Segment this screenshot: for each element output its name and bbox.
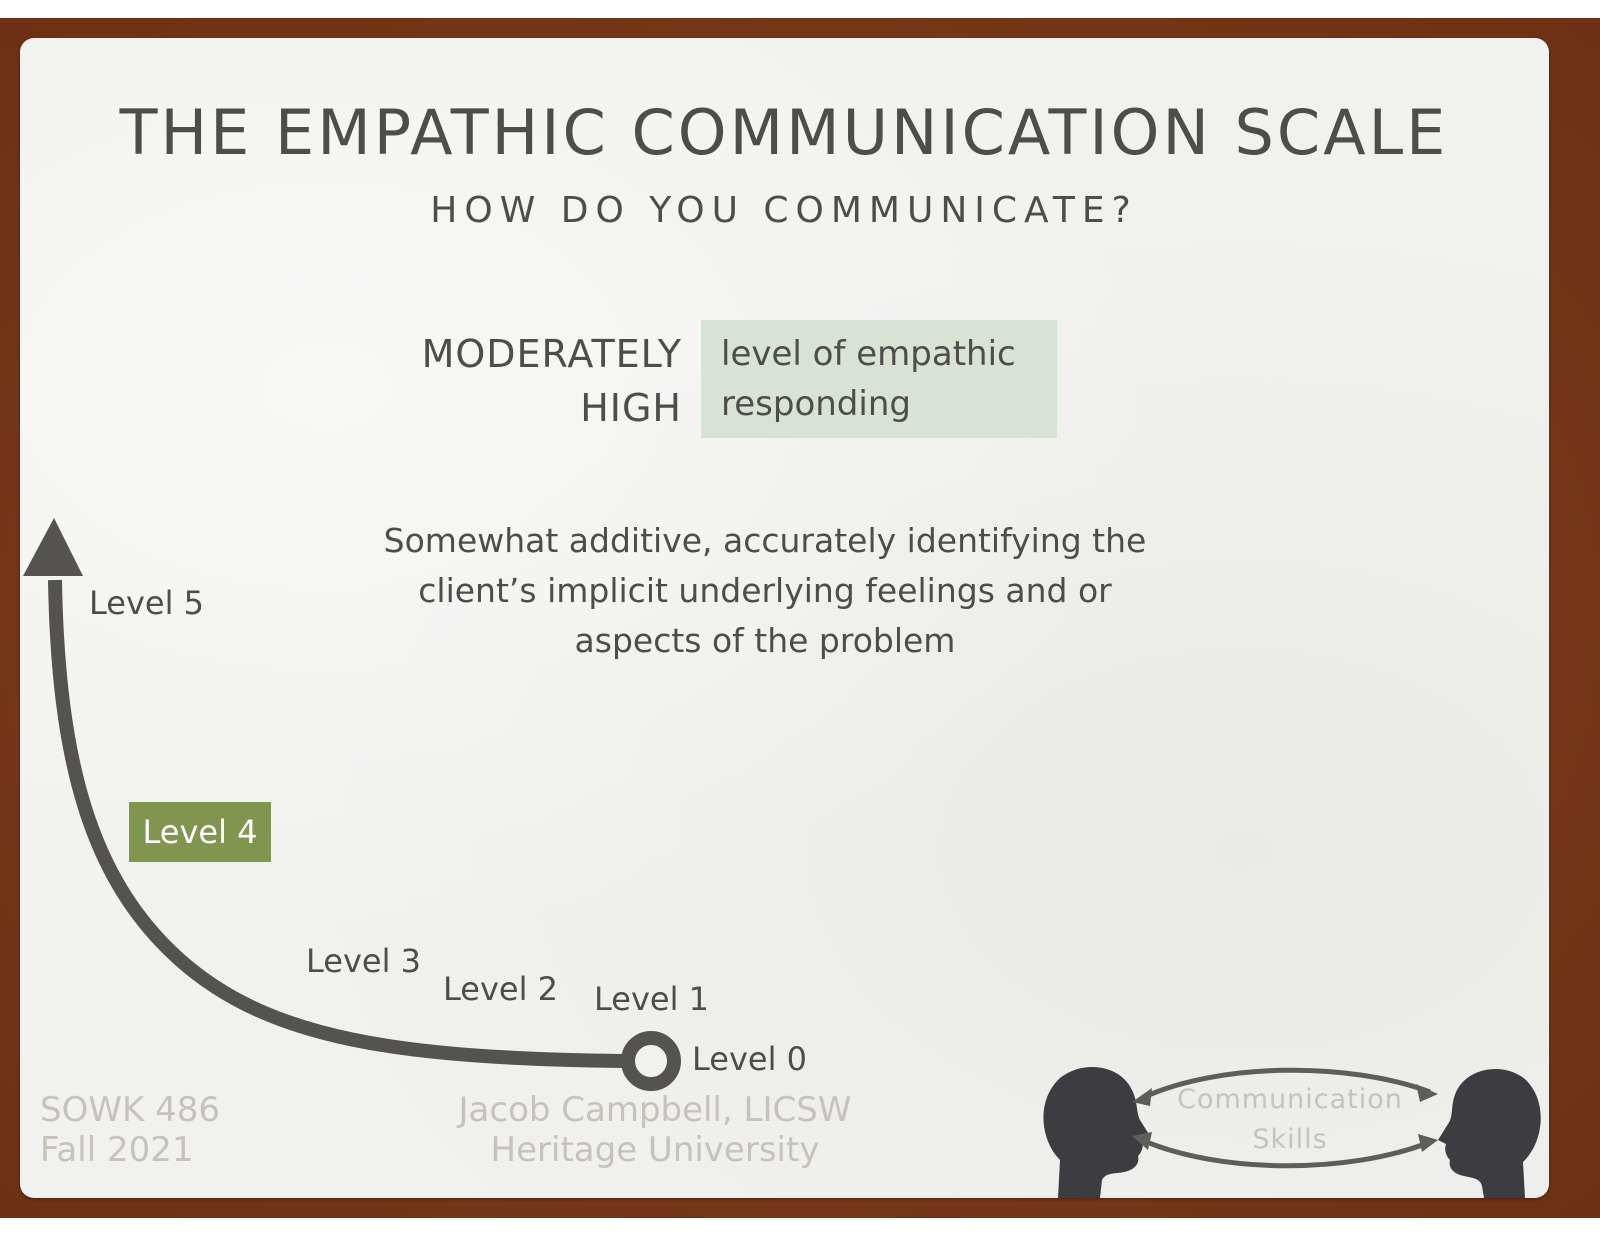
two-heads-communication-icon <box>1043 1066 1541 1198</box>
scale-level-0: Level 0 <box>692 1040 807 1078</box>
scale-level-3: Level 3 <box>306 942 421 980</box>
scale-level-2: Level 2 <box>443 970 558 1008</box>
slide-subtitle: HOW DO YOU COMMUNICATE? <box>430 190 1138 231</box>
slide-canvas <box>20 38 1549 1198</box>
level-heading-line2: HIGH <box>580 386 682 430</box>
footer-term: Fall 2021 <box>40 1130 194 1170</box>
level-heading-line1: MODERATELY <box>421 332 682 376</box>
level-description: Somewhat additive, accurately identifyin… <box>383 521 1147 660</box>
footer-course: SOWK 486 <box>40 1090 220 1130</box>
footer-author: Jacob Campbell, LICSW <box>458 1090 852 1130</box>
logo-line2: Skills <box>1252 1124 1328 1155</box>
footer-institution: Heritage University <box>490 1130 820 1170</box>
slide-title: THE EMPATHIC COMMUNICATION SCALE <box>119 96 1449 169</box>
level-box-line2: responding <box>721 384 911 424</box>
level-box-line1: level of empathic <box>721 334 1016 374</box>
logo-line1: Communication <box>1177 1084 1403 1115</box>
scale-level-4-highlighted: Level 4 <box>129 802 271 862</box>
level-description-box <box>701 320 1057 438</box>
scale-level-1: Level 1 <box>594 980 709 1018</box>
scale-level-5: Level 5 <box>89 584 204 622</box>
